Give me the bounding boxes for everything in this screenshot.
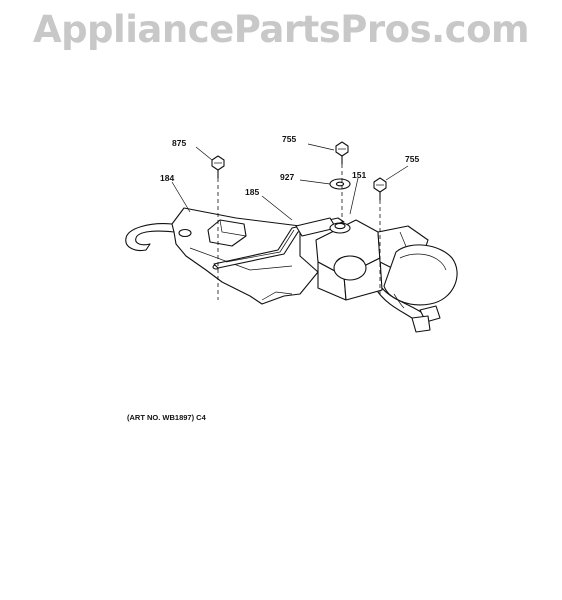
leader-lines (171, 143, 409, 221)
part-927-washer[interactable] (329, 178, 351, 190)
part-184-base-bracket[interactable] (125, 207, 319, 305)
callout-151: 151 (352, 170, 366, 180)
part-875-screw[interactable] (211, 155, 225, 300)
callout-755-top: 755 (282, 134, 296, 144)
callout-875: 875 (172, 138, 186, 148)
callout-184: 184 (160, 173, 174, 183)
art-number: (ART NO. WB1897) C4 (127, 413, 206, 422)
callout-185: 185 (245, 187, 259, 197)
part-151-motor[interactable] (315, 219, 458, 333)
callout-927: 927 (280, 172, 294, 182)
part-755-screw-top[interactable] (335, 141, 349, 222)
part-755-screw-right[interactable] (373, 177, 387, 298)
watermark-logo: AppliancePartsPros.com (32, 8, 530, 51)
callout-755-right: 755 (405, 154, 419, 164)
